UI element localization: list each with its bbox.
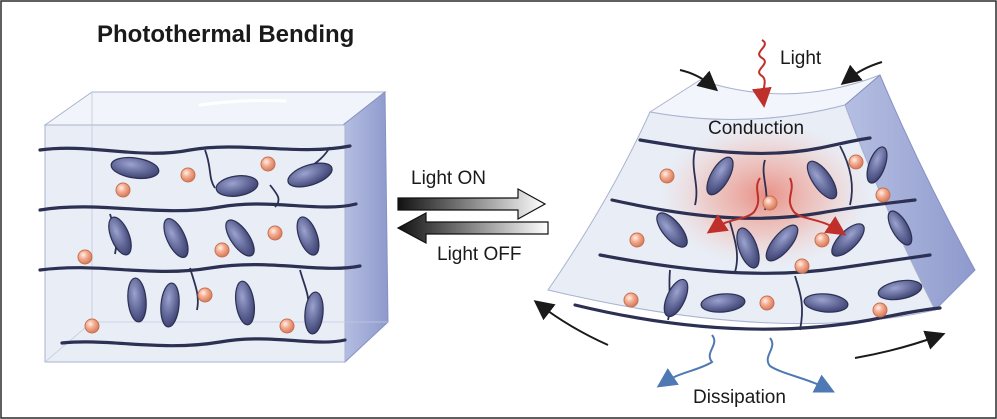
polymer-chains bbox=[38, 144, 362, 348]
dissipation-label: Dissipation bbox=[693, 387, 786, 408]
block-highlight bbox=[198, 99, 287, 107]
diagram-title: Photothermal Bending bbox=[97, 21, 354, 48]
light-label: Light bbox=[780, 48, 822, 69]
bending-arrows bbox=[533, 61, 946, 359]
bent-mesogens bbox=[656, 146, 923, 318]
light-off-label: Light OFF bbox=[437, 244, 521, 265]
incoming-light-arrow bbox=[751, 39, 772, 108]
conduction-label: Conduction bbox=[708, 118, 804, 139]
unbent-block bbox=[38, 90, 389, 364]
dissipation-arrows bbox=[656, 334, 835, 393]
bent-photothermal-particles bbox=[623, 154, 891, 318]
block-top-face bbox=[43, 91, 387, 126]
photothermal-particles bbox=[77, 156, 295, 334]
mesogens bbox=[108, 156, 333, 335]
block-side-face bbox=[342, 90, 389, 364]
light-off-arrow bbox=[396, 211, 549, 245]
light-on-label: Light ON bbox=[411, 168, 486, 189]
heat-conduction-arrows bbox=[706, 177, 847, 236]
light-on-arrow bbox=[397, 187, 547, 221]
